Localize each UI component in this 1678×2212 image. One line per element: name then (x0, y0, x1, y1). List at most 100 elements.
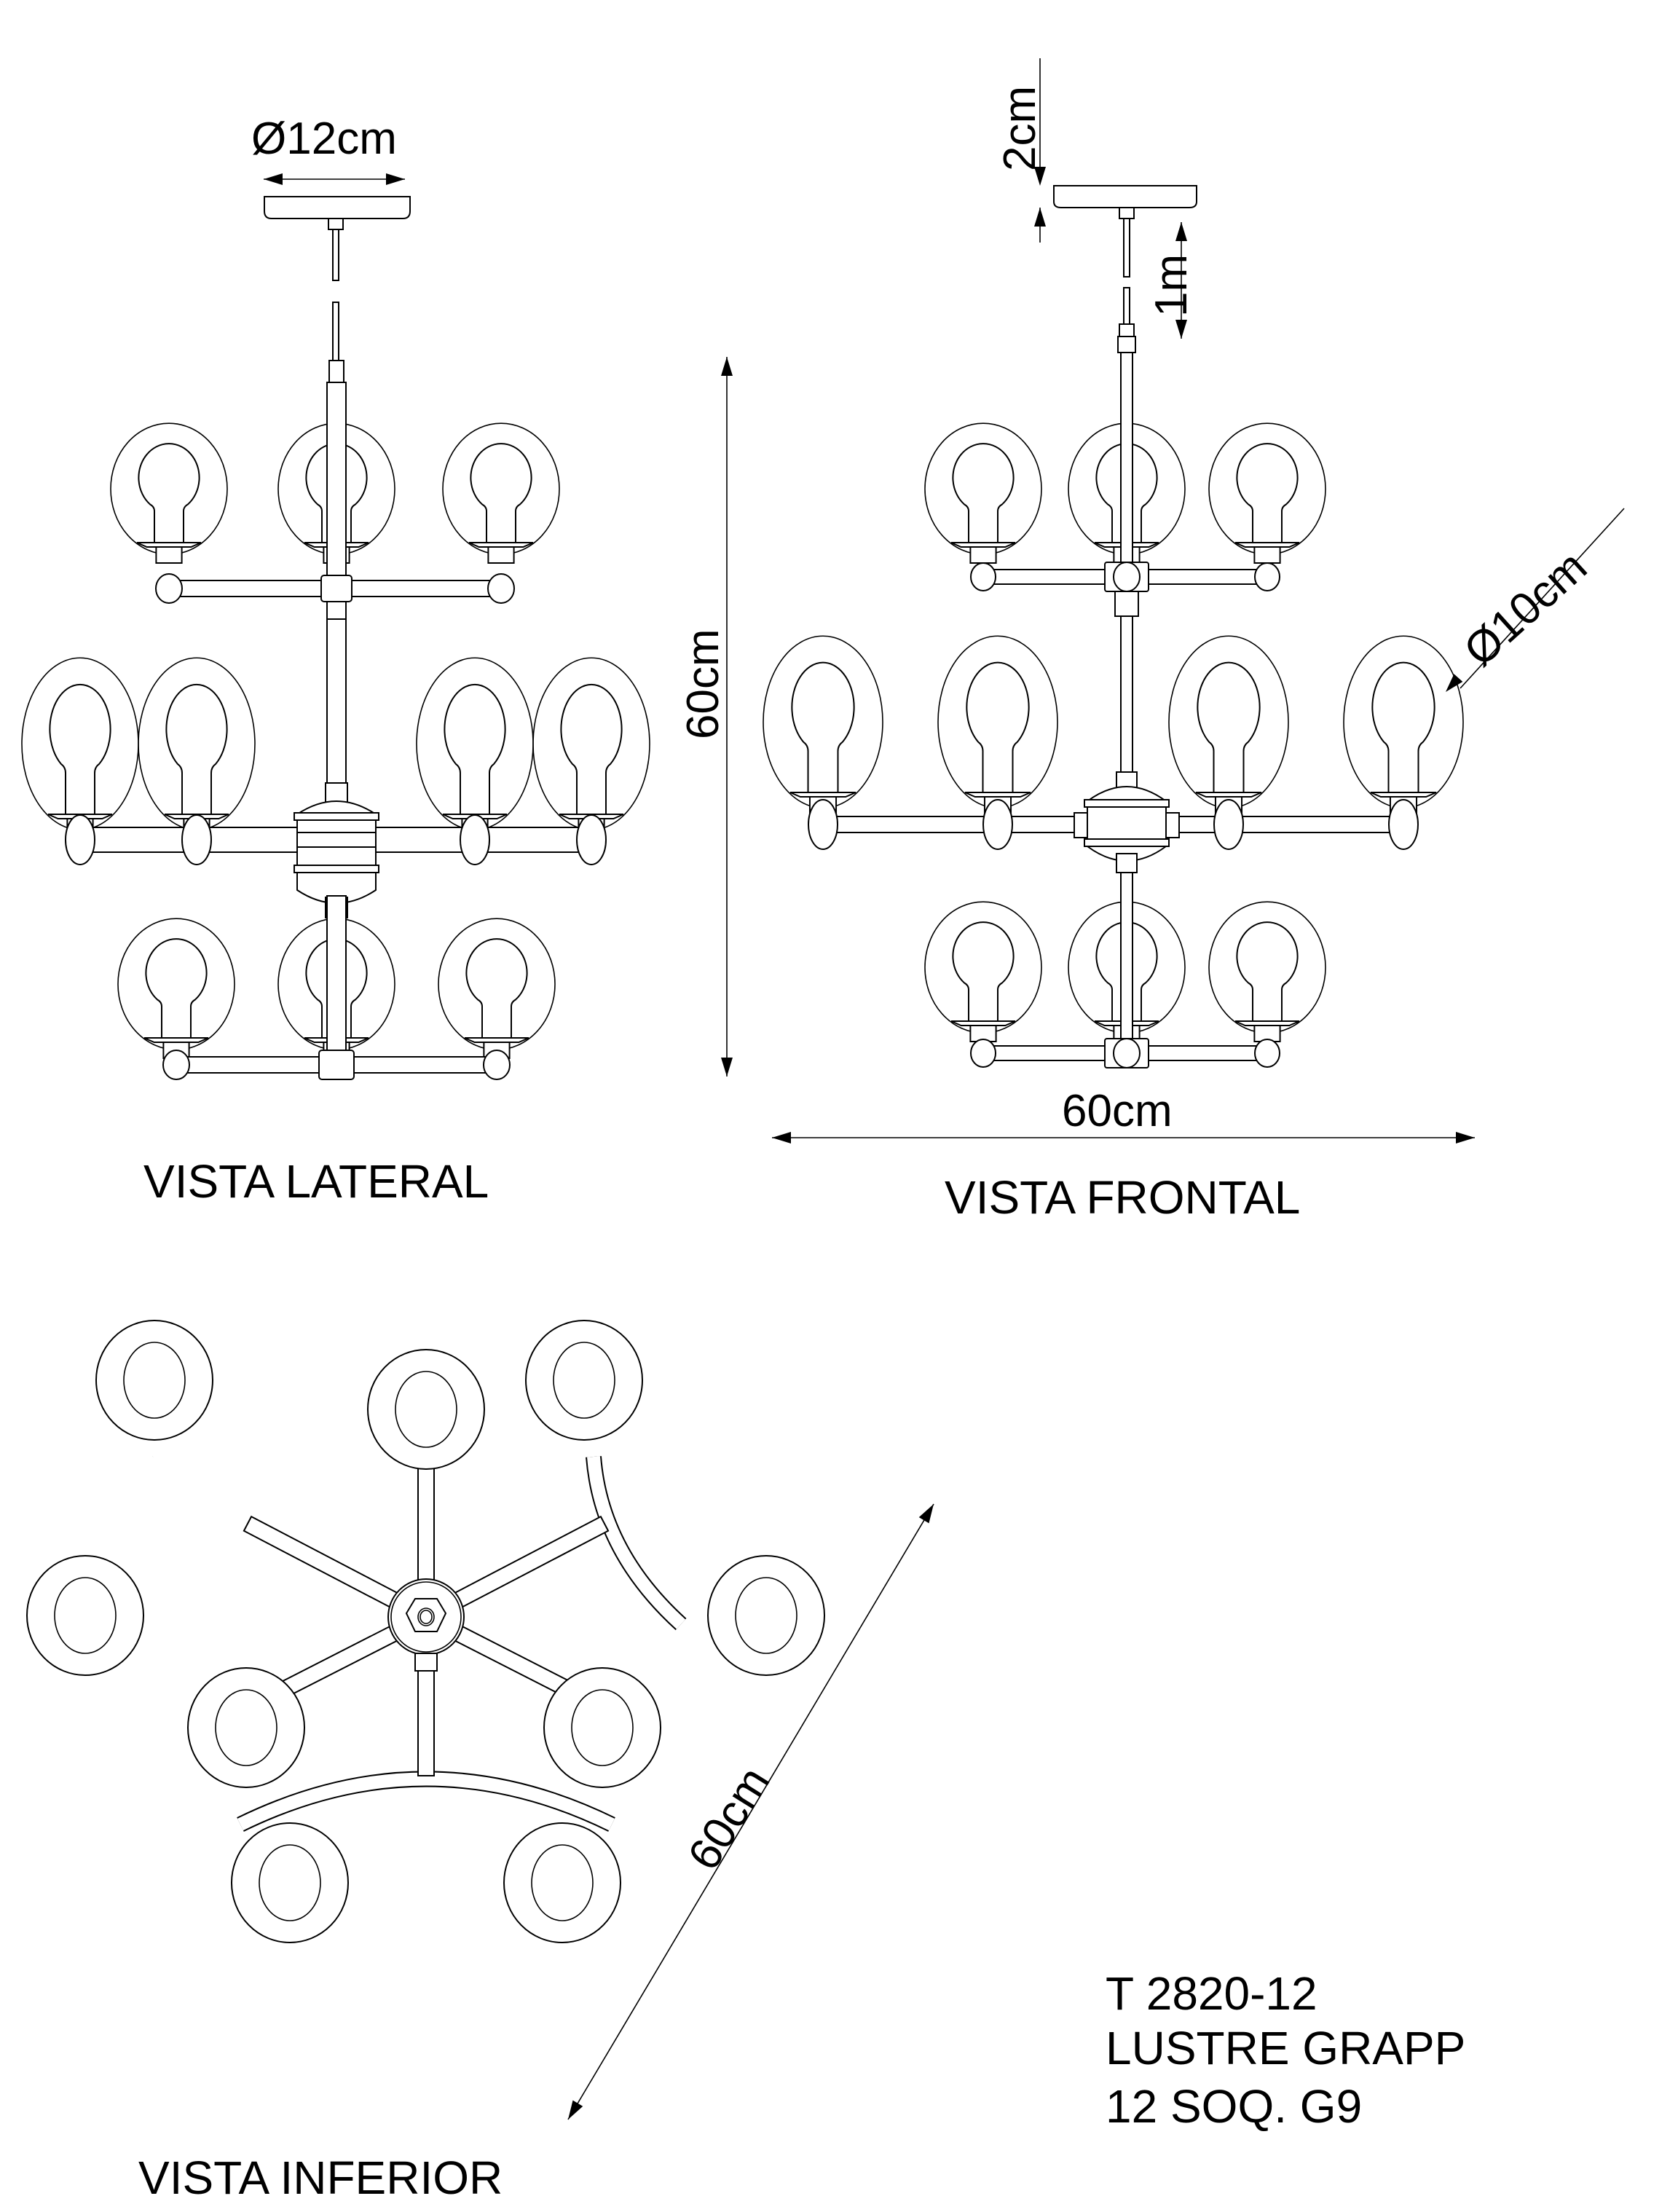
lateral-height-label: 60cm (678, 629, 728, 739)
inferior-globe-7 (543, 1667, 661, 1788)
arrow-down-left (568, 2100, 583, 2119)
bulb-outline (952, 921, 1015, 1021)
tier1-globe-1 (924, 422, 1042, 564)
globe-inner-opening (531, 1844, 594, 1921)
inferior-globe-9 (503, 1822, 621, 1943)
frontal-canopy-height-label: 2cm (995, 85, 1045, 171)
bulb-outline (1197, 661, 1261, 792)
ceiling-canopy (1053, 185, 1197, 208)
tier3-globe-3 (438, 918, 556, 1059)
tier2-globe-2 (138, 657, 256, 835)
lateral-canopy-diameter-label: Ø12cm (251, 114, 397, 164)
bulb-outline (165, 683, 228, 814)
bulb-outline (791, 661, 855, 792)
tier1-globe-3 (442, 422, 560, 564)
tier2-arm-through (296, 832, 377, 848)
globe-outer (231, 1822, 349, 1943)
globe-inner-opening (215, 1689, 277, 1766)
arm-knob (808, 799, 838, 850)
socket (969, 546, 997, 564)
glass-globe-outline (763, 635, 883, 809)
cup-rim (143, 1037, 209, 1043)
tier2-globe-3 (1168, 635, 1289, 814)
bulb-outline (470, 443, 532, 543)
glass-globe-outline (21, 657, 139, 831)
tier1-collar (326, 601, 347, 620)
central-hex-nut (405, 1598, 447, 1632)
product-name: LUSTRE GRAPP (1106, 2022, 1466, 2074)
globe-inner-opening (571, 1689, 634, 1766)
bulb-outline (465, 938, 528, 1038)
cup-rim (950, 542, 1016, 548)
lateral-view-drawing (21, 196, 650, 1080)
tier2-body-band-bottom (1084, 838, 1170, 847)
tier3-globe-1 (117, 918, 235, 1059)
bulb-outline (1236, 443, 1299, 543)
inferior-globe-8 (231, 1822, 349, 1943)
cup-rim (950, 1020, 1016, 1026)
arrow-down (721, 1058, 733, 1077)
globe-inner-opening (259, 1844, 321, 1921)
arm-knob (1113, 1038, 1141, 1068)
cup-rim (1234, 542, 1300, 548)
tier2-body-band-top (294, 812, 379, 821)
glass-globe-outline (1343, 635, 1464, 809)
tier2-central-body (1087, 786, 1167, 862)
arm-knob (982, 799, 1013, 850)
tier3-globe-1 (924, 901, 1042, 1042)
arm-knob (155, 573, 183, 604)
arm-knob (483, 1050, 511, 1080)
tier3-globe-3 (1208, 901, 1326, 1042)
arrow-left (264, 173, 283, 185)
inferior-globe-6 (187, 1667, 305, 1788)
globe-outer (503, 1822, 621, 1943)
curved-arm-right-fill (587, 1456, 686, 1629)
glass-globe-outline (1168, 635, 1289, 809)
cup-rim (464, 1037, 529, 1043)
canopy-nipple (1119, 207, 1135, 219)
arm-knob (1254, 1039, 1280, 1068)
cup-rim (1370, 792, 1437, 798)
bulb-outline (145, 938, 208, 1038)
globe-inner-opening (553, 1342, 615, 1419)
globe-diameter-leader-line (1460, 508, 1625, 689)
globe-inner-opening (735, 1577, 797, 1654)
inferior-view-drawing (26, 1320, 825, 1943)
stem-collar (1117, 336, 1136, 353)
arm-knob (181, 814, 212, 865)
inferior-diameter-dim-line (567, 1503, 934, 2120)
central-stem-lower-front (1120, 872, 1133, 1041)
socket (487, 546, 515, 564)
bulb-outline (1236, 921, 1299, 1021)
globe-outer (95, 1320, 213, 1441)
tier2-body-band-bottom (294, 865, 379, 873)
bulb-outline (560, 683, 623, 814)
tier1-globe-1 (110, 422, 228, 564)
canopy-nipple (328, 218, 344, 230)
globe-inner-opening (395, 1371, 457, 1448)
arm-knob (970, 562, 996, 591)
cup-rim (1195, 792, 1262, 798)
cup-rim (789, 792, 856, 798)
bulb-outline (444, 683, 506, 814)
tier2-globe-3 (416, 657, 534, 835)
arrow-down (1175, 320, 1187, 339)
globe-inner-opening (54, 1577, 117, 1654)
central-bolt-inner (420, 1610, 433, 1624)
arm-knob (162, 1050, 190, 1080)
globe-outer (543, 1667, 661, 1788)
central-stem-lower-front (326, 895, 347, 1060)
cup-rim (136, 542, 202, 548)
globe-inner-opening (123, 1342, 186, 1419)
dimension-lines (264, 58, 1625, 2120)
arm-knob (1113, 562, 1141, 592)
product-spec: 12 SOQ. G9 (1106, 2080, 1363, 2133)
arm-knob (970, 1039, 996, 1068)
lateral-view-title: VISTA LATERAL (143, 1155, 489, 1208)
suspension-cable-upper (1123, 218, 1130, 278)
arrow-up-right (918, 1504, 934, 1524)
tier1-hub (320, 575, 352, 602)
arm-knob (576, 814, 607, 865)
arm-knob (460, 814, 490, 865)
